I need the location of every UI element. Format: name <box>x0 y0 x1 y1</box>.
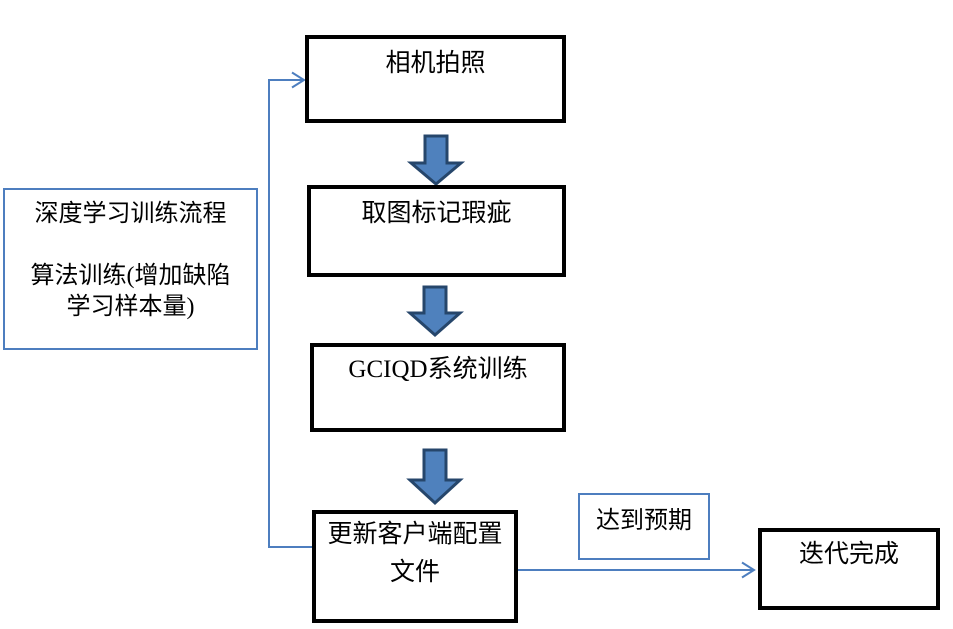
node-update-config: 更新客户端配置 文件 <box>312 510 518 623</box>
block-arrow-down-1-icon <box>406 134 466 186</box>
block-arrow-down-2-icon <box>406 285 464 337</box>
edge-condition-label-box: 达到预期 <box>578 493 710 560</box>
node-update-config-label-line1: 更新客户端配置 <box>327 521 503 548</box>
node-mark-defects: 取图标记瑕疵 <box>307 185 566 277</box>
loop-connector-arrowhead-icon <box>291 71 306 89</box>
node-camera-label: 相机拍照 <box>385 50 486 77</box>
node-camera-capture: 相机拍照 <box>305 35 566 123</box>
node-iteration-done: 迭代完成 <box>758 528 940 610</box>
edge-condition-label: 达到预期 <box>596 508 692 534</box>
node-system-training: GCIQD系统训练 <box>310 343 566 432</box>
block-arrow-down-3-icon <box>406 448 464 506</box>
side-note-line3: 学习样本量) <box>66 294 195 320</box>
side-note-line1: 深度学习训练流程 <box>34 201 227 227</box>
node-iteration-done-label: 迭代完成 <box>798 541 899 568</box>
side-note-blank-line <box>5 230 256 261</box>
node-system-training-label: GCIQD系统训练 <box>348 356 528 383</box>
side-note-line2: 算法训练(增加缺陷 <box>30 263 231 289</box>
side-note-box: 深度学习训练流程 算法训练(增加缺陷 学习样本量) <box>3 188 258 350</box>
node-update-config-label-line2: 文件 <box>389 559 440 586</box>
node-mark-defects-label: 取图标记瑕疵 <box>361 200 512 227</box>
loop-connector-line <box>268 79 312 548</box>
done-connector-arrowhead-icon <box>741 561 756 579</box>
